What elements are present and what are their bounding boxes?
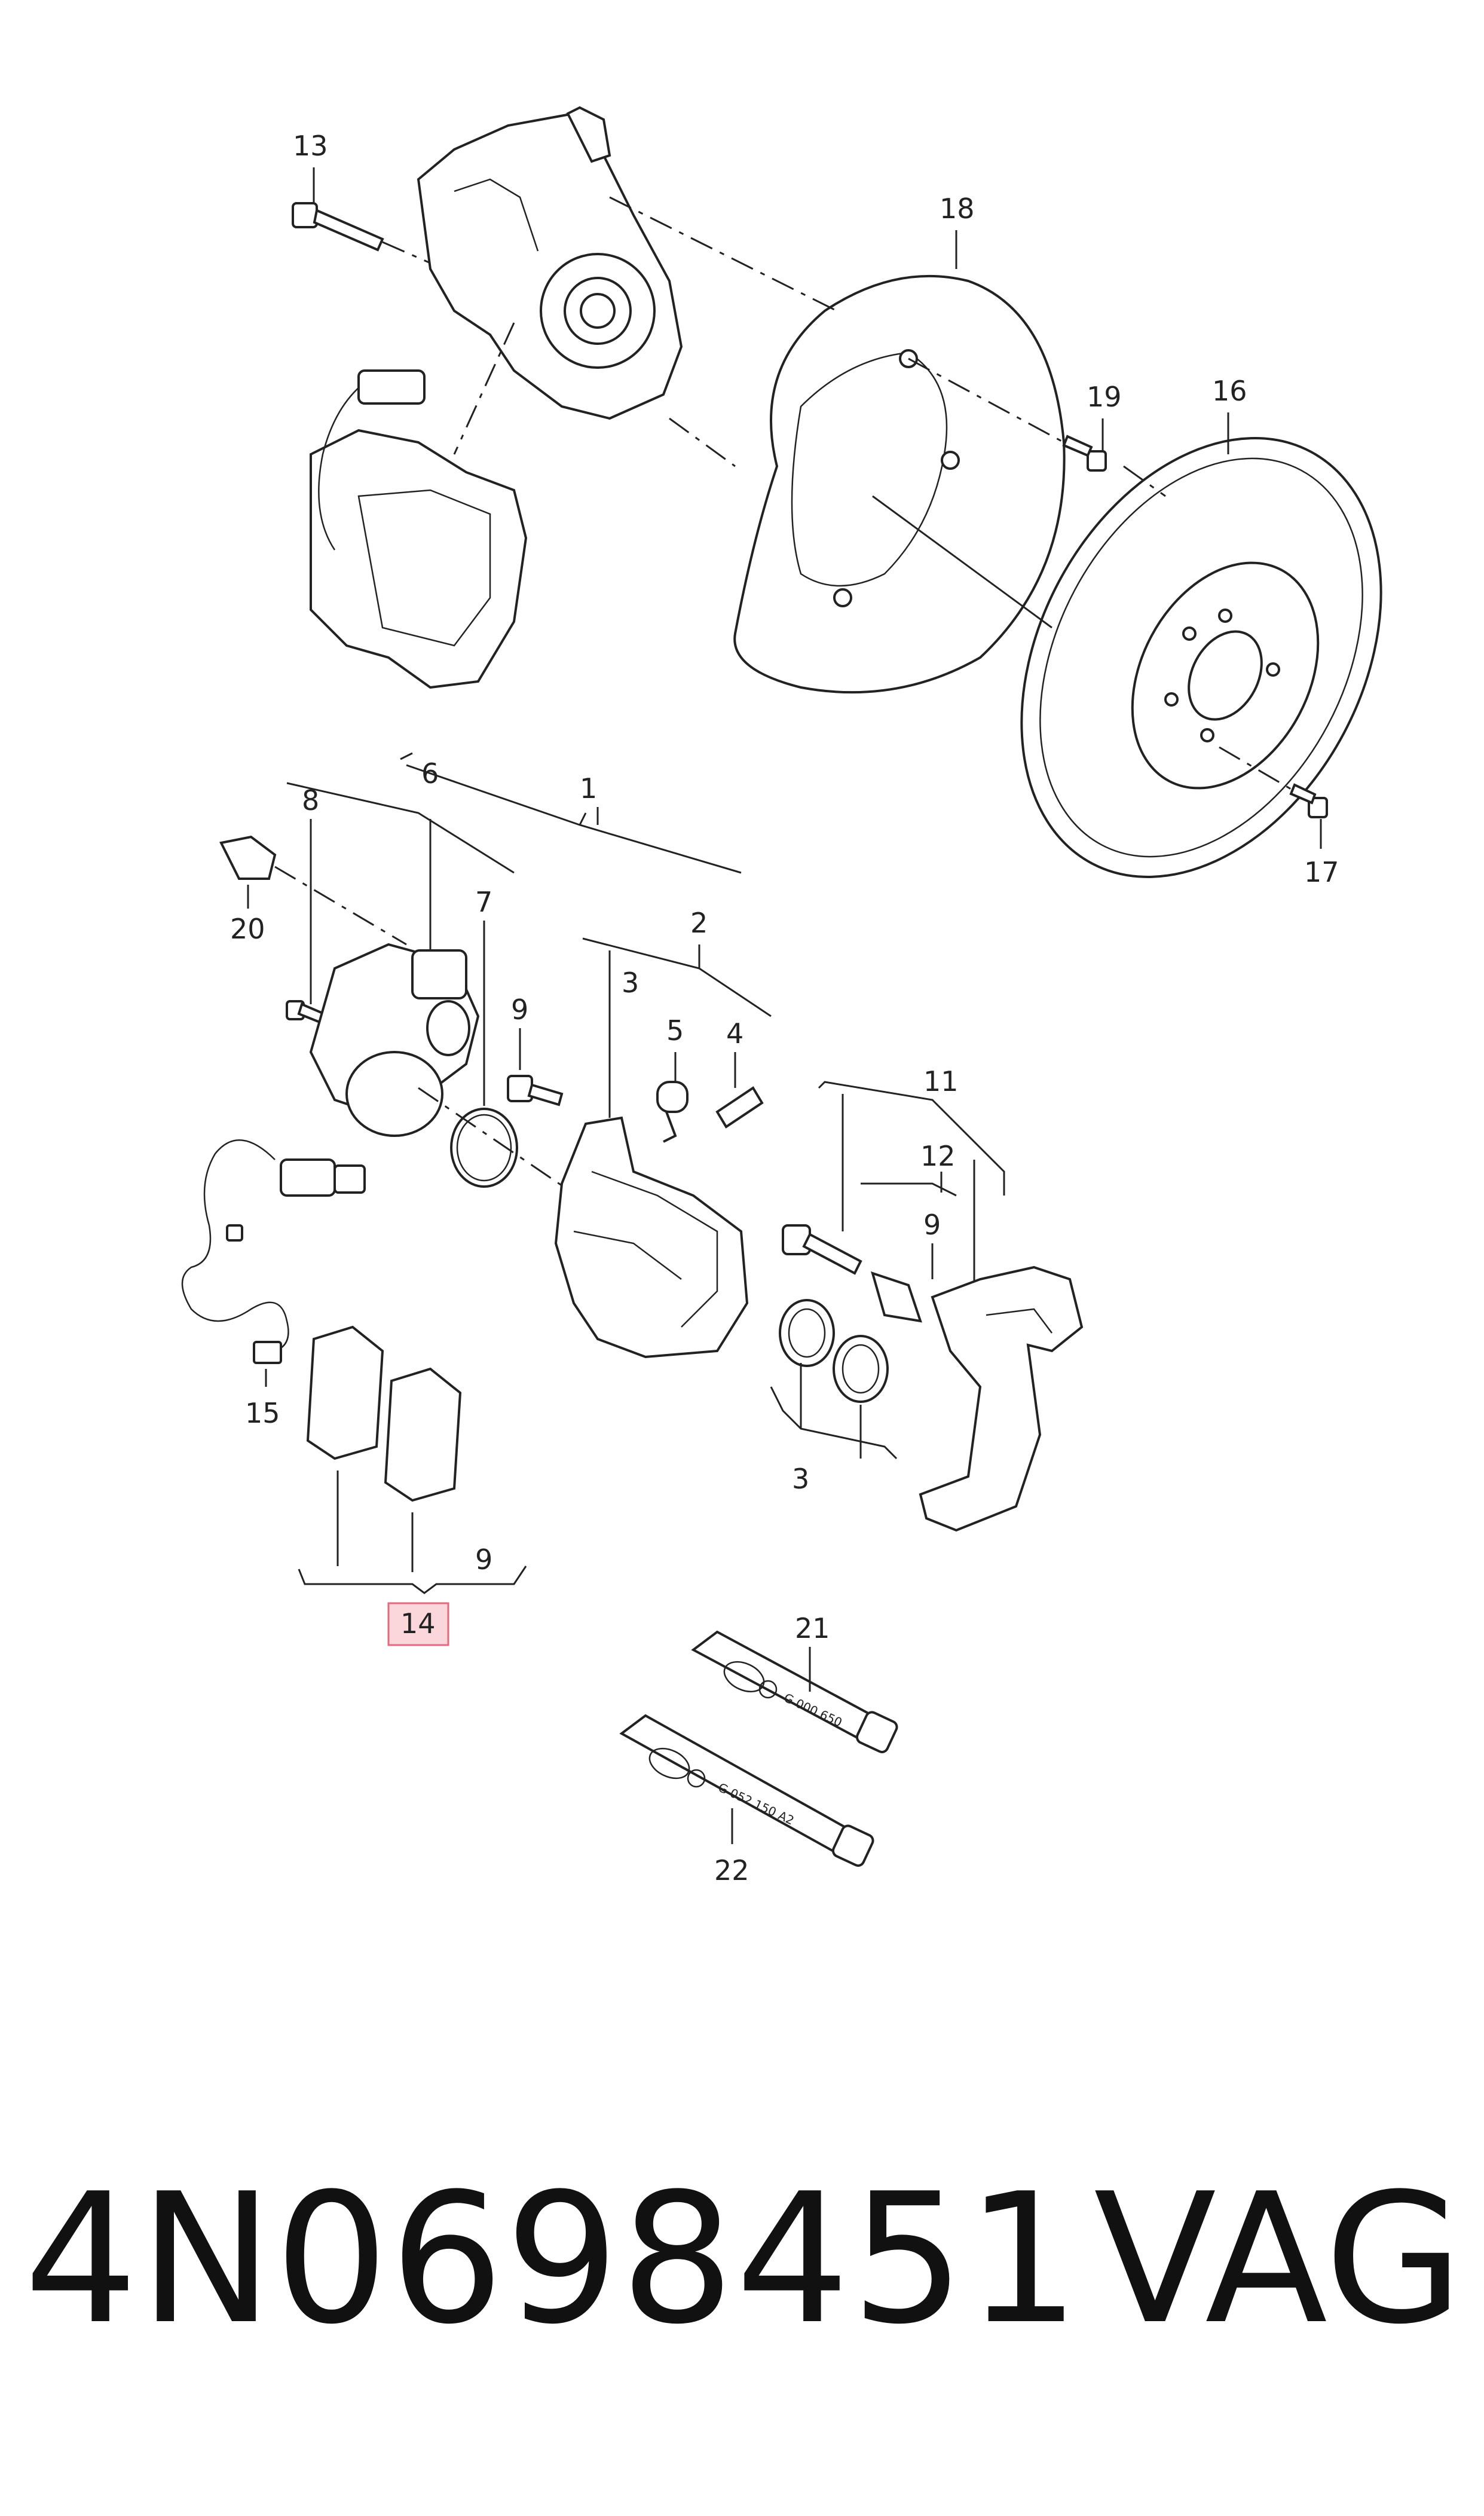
- brake-shield: [733, 274, 1066, 694]
- guide-bushing: [871, 1271, 922, 1323]
- guide-bolt: [782, 1224, 862, 1275]
- bolt-19: [1062, 435, 1107, 472]
- callout-1: 1: [580, 772, 597, 805]
- bleeder-valve-4: [715, 1086, 764, 1129]
- callout-20: 20: [230, 913, 265, 945]
- wear-sensor-15: [181, 1139, 366, 1364]
- brake-pads: [306, 1325, 462, 1502]
- callout-2: 2: [690, 907, 708, 939]
- steering-knuckle: [417, 106, 683, 420]
- brand: VAG: [1094, 2155, 1464, 2364]
- bolt-17: [1289, 783, 1328, 818]
- callout-5: 5: [666, 1014, 684, 1047]
- callout-6: 6: [421, 757, 439, 790]
- callout-19: 19: [1087, 381, 1122, 413]
- callout-16: 16: [1212, 375, 1247, 407]
- callout-14: 14: [400, 1607, 436, 1640]
- callout-9a: 9: [511, 993, 528, 1026]
- callout-11: 11: [923, 1065, 959, 1097]
- callout-17: 17: [1304, 856, 1339, 888]
- callout-21: 21: [795, 1612, 830, 1644]
- caliper-housing: [309, 943, 480, 1137]
- exploded-parts-diagram: 13 18 19 16 17: [181, 106, 1382, 1887]
- callout-13: 13: [293, 130, 328, 162]
- footer: 4N0698451 VAG: [24, 2155, 1463, 2397]
- callout-22: 22: [714, 1854, 749, 1887]
- brake-disc: [1020, 437, 1382, 878]
- callout-15: 15: [245, 1397, 280, 1429]
- callout-9c: 9: [475, 1543, 492, 1576]
- sensor-20: [219, 835, 277, 880]
- bolt-9: [507, 1075, 564, 1106]
- highlight-14: [387, 1602, 449, 1646]
- grease-tube-22: [619, 1714, 874, 1867]
- callout-3b: 3: [792, 1463, 809, 1495]
- callout-18: 18: [940, 192, 975, 225]
- bleeder-cap-5: [656, 1081, 689, 1143]
- callout-9b: 9: [923, 1209, 941, 1241]
- callout-12: 12: [920, 1140, 956, 1172]
- assembled-caliper: [310, 369, 528, 689]
- callout-8: 8: [302, 784, 319, 817]
- callout-7: 7: [475, 886, 492, 918]
- grease-tube-21: [691, 1630, 898, 1753]
- bolt-8: [286, 1000, 325, 1024]
- bolt-13: [292, 202, 384, 252]
- callout-3a: 3: [622, 967, 639, 999]
- caliper-bracket: [919, 1265, 1084, 1532]
- callout-4: 4: [726, 1017, 743, 1050]
- part-number: 4N0698451: [24, 2155, 1082, 2364]
- caliper-carrier-3: [554, 1116, 749, 1359]
- seal-ring-7: [450, 1108, 518, 1188]
- dust-boots: [779, 1299, 889, 1403]
